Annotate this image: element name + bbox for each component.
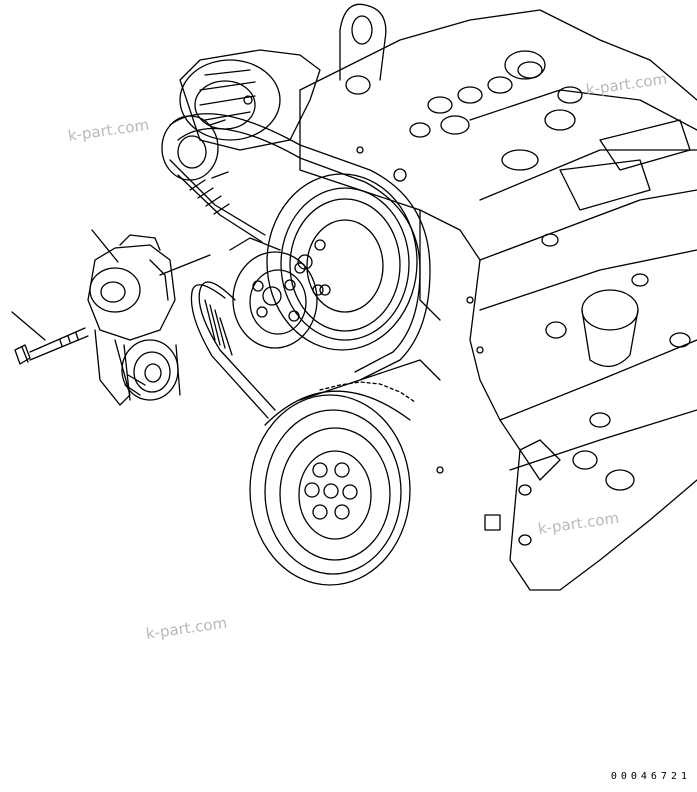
fan-pulley (266, 173, 418, 351)
poly-v-belt (169, 113, 431, 419)
leader-lines (11, 229, 211, 341)
mounting-bolt (14, 327, 89, 365)
water-pump-pulley (229, 237, 324, 349)
part-number: 00046721 (610, 771, 691, 782)
crankshaft-pulley (249, 359, 441, 586)
engine-block (299, 3, 697, 591)
alternator (161, 49, 321, 181)
belt-tensioner (87, 234, 181, 406)
